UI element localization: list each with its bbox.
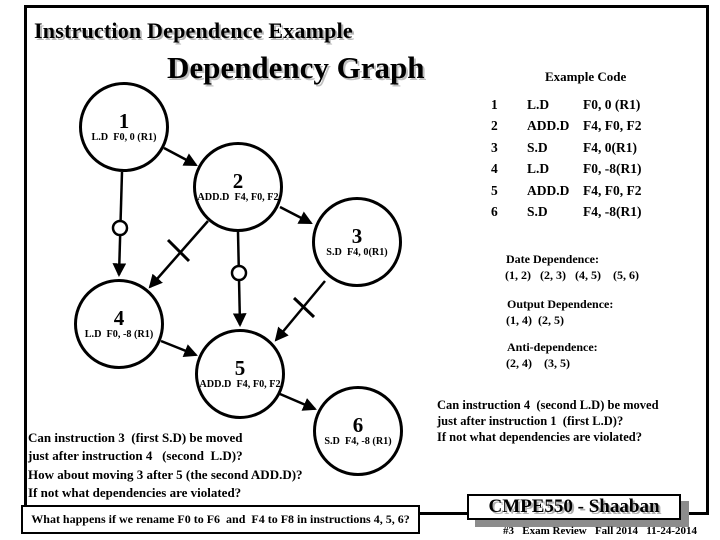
code-opcode: ADD.D [527, 118, 570, 134]
anti-dependence-marker-2-4 [166, 238, 191, 263]
slide-meta: #3 Exam Review Fall 2014 11-24-2014 [503, 525, 698, 537]
node-number: 5 [234, 355, 246, 380]
question-line: Can instruction 4 (second L.D) be moved [437, 398, 659, 412]
node-instruction: ADD.D F4, F0, F2 [197, 191, 279, 203]
node-instruction: S.D F4, 0(R1) [326, 246, 388, 258]
graph-node-5: 5 ADD.D F4, F0, F2 [195, 329, 285, 419]
rename-question-text: What happens if we rename F0 to F6 and F… [31, 512, 410, 526]
question-line: Can instruction 3 (first S.D) be moved [28, 430, 243, 445]
output-dependence-heading: Output Dependence: [507, 297, 614, 311]
graph-node-1: 1 L.D F0, 0 (R1) [79, 82, 169, 172]
node-number: 2 [232, 168, 244, 193]
rename-question-box: What happens if we rename F0 to F6 and F… [21, 505, 420, 534]
code-opcode: L.D [527, 161, 550, 177]
output-dependence-marker-2-5 [230, 264, 248, 282]
graph-heading: Dependency Graph [167, 50, 425, 85]
question-line: If not what dependencies are violated? [28, 485, 242, 501]
code-opcode: S.D [527, 139, 548, 155]
question-line: If not what dependencies are violated? [437, 429, 642, 444]
anti-dependence-marker-3-5 [292, 296, 316, 319]
node-number: 4 [113, 305, 125, 330]
anti-dependence-heading: Anti-dependence: [507, 340, 598, 354]
code-operands: F4, -8(R1) [583, 203, 642, 219]
edge-2-4 [148, 220, 209, 289]
graph-node-6: 6 S.D F4, -8 (R1) [313, 386, 403, 476]
edge-2-3 [279, 205, 313, 225]
question-line: How about moving 3 after 5 (the second A… [28, 466, 303, 482]
output-dependence-pairs: (1, 4) (2, 5) [506, 313, 564, 327]
code-opcode: S.D [527, 203, 548, 219]
code-operands: F4, 0(R1) [583, 139, 637, 155]
node-number: 6 [352, 412, 364, 437]
code-operands: F4, F0, F2 [583, 118, 642, 134]
edge-1-2 [163, 146, 198, 167]
code-line-number: 6 [491, 203, 498, 219]
node-number: 1 [118, 108, 130, 133]
code-operands: F4, F0, F2 [583, 182, 642, 198]
code-row: 3 S.D F4, 0(R1) [491, 137, 642, 158]
question-right: Can instruction 4 (second L.D) be moved … [437, 398, 659, 445]
question-line: just after instruction 1 (first L.D)? [437, 413, 624, 428]
edge-5-6 [279, 392, 317, 411]
graph-node-3: 3 S.D F4, 0(R1) [312, 197, 402, 287]
code-opcode: L.D [527, 97, 550, 112]
anti-dependence-pairs: (2, 4) (3, 5) [506, 356, 570, 370]
code-row: 6 S.D F4, -8(R1) [491, 201, 642, 222]
code-line-number: 3 [491, 139, 498, 155]
code-opcode: ADD.D [527, 182, 570, 198]
edge-4-5 [160, 339, 198, 358]
edge-3-5 [274, 280, 326, 342]
data-dependence-heading: Date Dependence: [506, 252, 599, 266]
node-instruction: L.D F0, 0 (R1) [91, 131, 157, 143]
example-code-heading: Example Code [545, 69, 627, 84]
code-row: 5 ADD.D F4, F0, F2 [491, 180, 642, 201]
code-row: 1 L.D F0, 0 (R1) [491, 94, 642, 115]
course-footer-box: CMPE550 - Shaaban [467, 494, 681, 520]
slide-title: Instruction Dependence Example [34, 18, 353, 43]
question-line: just after instruction 4 (second L.D)? [28, 448, 243, 464]
graph-node-4: 4 L.D F0, -8 (R1) [74, 279, 164, 369]
code-operands: F0, -8(R1) [583, 161, 642, 177]
node-instruction: ADD.D F4, F0, F2 [199, 378, 281, 390]
code-line-number: 4 [491, 161, 498, 177]
code-line-number: 1 [491, 97, 498, 112]
node-number: 3 [351, 223, 363, 248]
code-line-number: 2 [491, 118, 498, 134]
code-operands: F0, 0 (R1) [583, 97, 641, 112]
code-row: 4 L.D F0, -8(R1) [491, 158, 642, 179]
node-instruction: S.D F4, -8 (R1) [324, 435, 392, 447]
graph-node-2: 2 ADD.D F4, F0, F2 [193, 142, 283, 232]
question-left: Can instruction 3 (first S.D) be moved j… [28, 429, 303, 503]
output-dependence-marker-1-4 [111, 219, 129, 237]
code-line-number: 5 [491, 182, 498, 198]
example-code-list: 1 L.D F0, 0 (R1) 2 ADD.D F4, F0, F2 3 S.… [491, 94, 642, 222]
node-instruction: L.D F0, -8 (R1) [84, 328, 154, 340]
data-dependence-pairs: (1, 2) (2, 3) (4, 5) (5, 6) [505, 268, 639, 282]
course-footer-text: CMPE550 - Shaaban [488, 496, 660, 517]
code-row: 2 ADD.D F4, F0, F2 [491, 115, 642, 136]
